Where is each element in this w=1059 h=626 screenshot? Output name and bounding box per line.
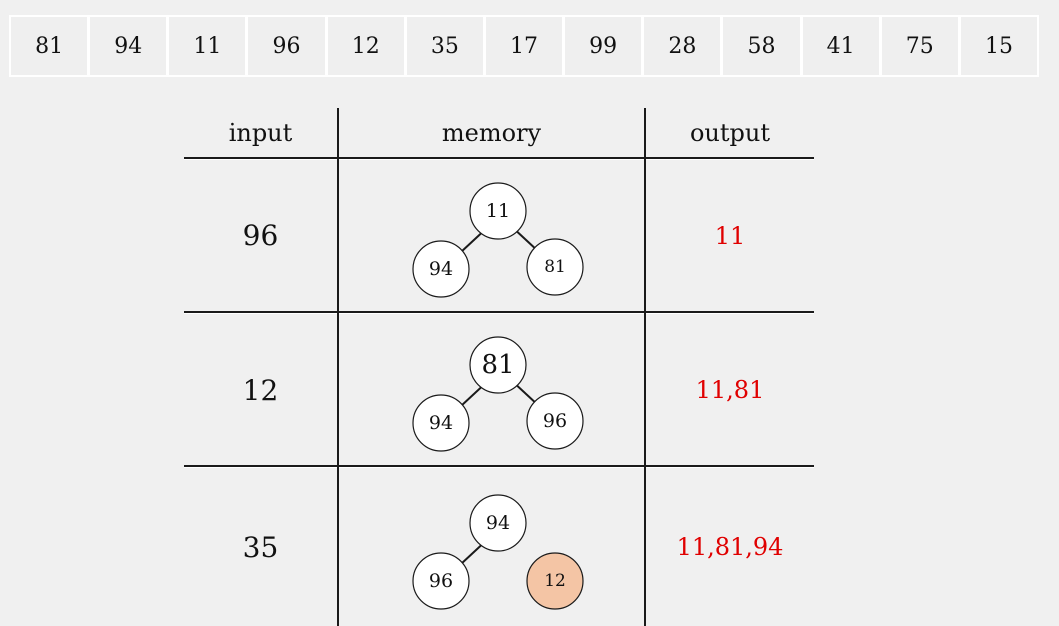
header-panel <box>184 108 337 158</box>
svg-text:96: 96 <box>429 570 453 592</box>
row-panel <box>184 160 337 311</box>
array-cell: 75 <box>881 17 958 75</box>
array-cell: 11 <box>169 17 246 75</box>
array-cell: 28 <box>644 17 721 75</box>
array-cell: 15 <box>960 17 1038 75</box>
row-divider <box>184 311 814 313</box>
tree-node-root: 94 <box>469 494 527 552</box>
row-divider <box>184 157 814 159</box>
header-panel <box>646 108 814 158</box>
svg-text:94: 94 <box>429 412 453 434</box>
row-input: 35 <box>242 530 279 564</box>
array-cell: 17 <box>485 17 563 75</box>
svg-text:12: 12 <box>544 571 566 591</box>
row-input: 96 <box>242 219 279 252</box>
tree-node-right: 81 <box>526 238 584 296</box>
heap-tree: 94 96 12 <box>411 492 584 610</box>
header-memory: memory <box>441 119 542 147</box>
svg-text:96: 96 <box>543 410 567 432</box>
tree-node-left: 96 <box>412 552 470 610</box>
row-panel <box>646 160 814 311</box>
array-cell: 99 <box>565 17 642 75</box>
heap-tree: 81 94 96 <box>411 334 584 452</box>
tree-node-removed: 12 <box>526 552 584 610</box>
tree-node-root: 81 <box>469 336 527 394</box>
tree-node-root: 11 <box>469 182 527 240</box>
svg-text:81: 81 <box>481 350 514 380</box>
array-cell: 12 <box>327 17 404 75</box>
tree-node-left: 94 <box>412 240 470 298</box>
row-output: 11,81 <box>695 376 765 404</box>
array-cell: 81 <box>11 17 88 75</box>
row-divider <box>184 465 814 467</box>
row-panel <box>184 468 337 626</box>
svg-text:11: 11 <box>486 200 510 222</box>
header-panel <box>339 108 644 158</box>
svg-text:94: 94 <box>486 512 510 534</box>
row-output: 11 <box>714 221 746 250</box>
tree-node-right: 96 <box>526 392 584 450</box>
array-cell: 96 <box>248 17 325 75</box>
process-table: input memory output 96 11 94 81 <box>184 108 814 626</box>
input-array: 81 94 11 96 12 35 17 99 28 58 41 75 15 <box>9 15 1039 77</box>
tree-node-left: 94 <box>412 394 470 452</box>
column-divider <box>644 108 646 626</box>
header-output: output <box>689 119 770 147</box>
column-divider <box>337 108 339 626</box>
header-input: input <box>228 119 293 147</box>
array-cell: 35 <box>406 17 483 75</box>
array-cell: 41 <box>802 17 879 75</box>
row-panel <box>184 314 337 466</box>
heap-tree: 11 94 81 <box>411 180 584 298</box>
row-panel <box>646 468 814 626</box>
row-panel <box>646 314 814 466</box>
svg-text:81: 81 <box>544 257 566 277</box>
row-output: 11,81,94 <box>676 533 784 561</box>
row-input: 12 <box>242 373 279 407</box>
array-cell: 58 <box>723 17 800 75</box>
svg-text:94: 94 <box>429 258 453 280</box>
array-cell: 94 <box>90 17 167 75</box>
